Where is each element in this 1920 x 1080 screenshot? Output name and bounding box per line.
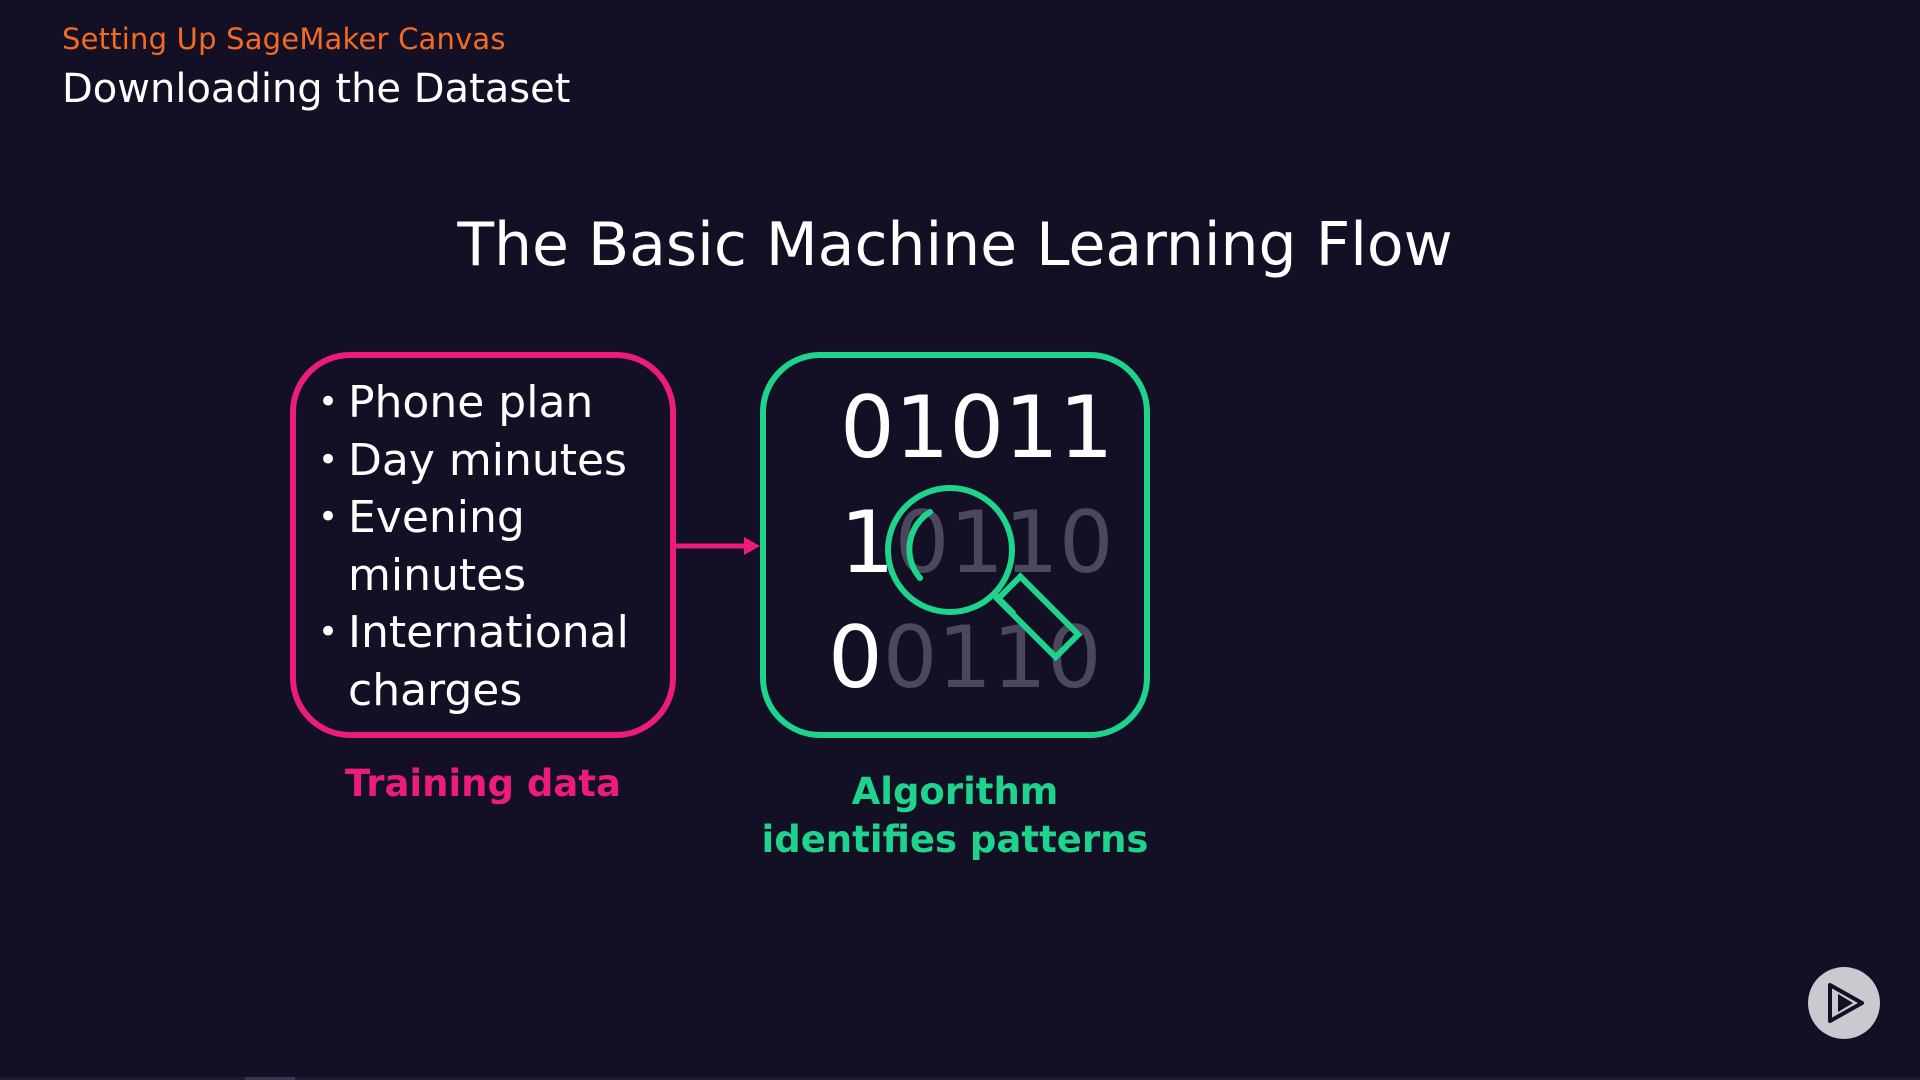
magnifying-glass-icon bbox=[885, 485, 1083, 662]
binary-digits-dim: 0110 bbox=[882, 608, 1102, 708]
algorithm-label: Algorithm identifies patterns bbox=[730, 768, 1180, 864]
right-arrow-icon bbox=[676, 537, 760, 555]
module-title: Downloading the Dataset bbox=[62, 66, 571, 112]
progress-marker bbox=[245, 1077, 295, 1080]
training-feature-list: Phone plan Day minutes Evening minutes I… bbox=[318, 374, 678, 719]
slide-title: The Basic Machine Learning Flow bbox=[457, 210, 1453, 280]
list-item: International charges bbox=[318, 604, 678, 719]
algorithm-label-line1: Algorithm bbox=[851, 770, 1059, 813]
binary-digits-bright: 01011 bbox=[840, 378, 1114, 478]
binary-row-1: 01011 bbox=[840, 385, 1114, 471]
list-item: Phone plan bbox=[318, 374, 678, 432]
algorithm-box bbox=[760, 352, 1150, 738]
algorithm-label-line2: identifies patterns bbox=[761, 818, 1149, 861]
progress-track[interactable] bbox=[0, 1077, 1920, 1080]
training-data-label: Training data bbox=[345, 762, 621, 805]
binary-digits-bright: 0 bbox=[828, 608, 883, 708]
binary-row-3: 00110 bbox=[828, 615, 1102, 701]
list-item: Day minutes bbox=[318, 432, 678, 490]
play-logo-icon bbox=[1828, 983, 1864, 1023]
course-title: Setting Up SageMaker Canvas bbox=[62, 22, 506, 56]
play-logo-button[interactable] bbox=[1808, 967, 1880, 1039]
list-item: Evening minutes bbox=[318, 489, 678, 604]
